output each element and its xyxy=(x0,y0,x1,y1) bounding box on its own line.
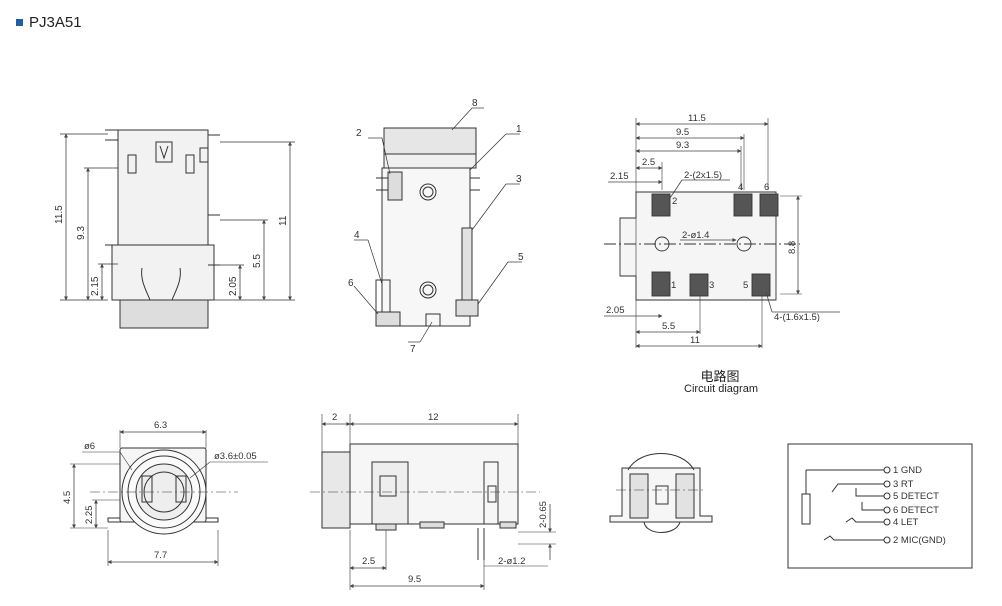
fp-pin-1: 1 xyxy=(671,280,676,291)
circuit-label-detect6: 6 DETECT xyxy=(893,505,939,516)
footprint-view xyxy=(604,118,840,348)
end-dim-7.7: 7.7 xyxy=(154,550,167,561)
top-dim-2-ø1.2: 2-ø1.2 xyxy=(498,556,525,567)
callout-1: 1 xyxy=(516,124,522,135)
header: PJ3A51 xyxy=(16,14,82,31)
fp-dim-2.15: 2.15 xyxy=(610,171,629,182)
end-dim-ø3.6: ø3.6±0.05 xyxy=(214,451,257,462)
fp-pin-5: 5 xyxy=(743,280,748,291)
rear-view xyxy=(609,453,713,533)
circuit-label-mic: 2 MIC(GND) xyxy=(893,535,946,546)
top-dim-12: 12 xyxy=(428,412,439,423)
fp-dim-2.05: 2.05 xyxy=(606,305,625,316)
fp-dim-2.5: 2.5 xyxy=(642,157,655,168)
front-view xyxy=(353,107,522,343)
side-view-labels: 11.5 9.3 2.15 11 5.5 2.05 xyxy=(54,205,289,296)
footprint-labels: 11.5 9.5 9.3 2.5 2.15 2.05 5.5 11 8.8 2-… xyxy=(606,113,820,346)
fp-pin-6: 6 xyxy=(764,182,769,193)
fp-dim-9.5: 9.5 xyxy=(676,127,689,138)
bullet-square-icon xyxy=(16,19,23,26)
fp-pin-2: 2 xyxy=(672,196,677,207)
top-view xyxy=(310,414,556,590)
fp-dim-8.8: 8.8 xyxy=(787,241,798,254)
fp-dim-9.3: 9.3 xyxy=(676,140,689,151)
side-dim-1: 11.5 xyxy=(54,205,65,224)
end-dim-ø6: ø6 xyxy=(84,441,95,452)
end-dim-4.5: 4.5 xyxy=(62,491,73,504)
circuit-label-gnd: 1 GND xyxy=(893,465,922,476)
side-dim-2: 9.3 xyxy=(76,226,87,240)
fp-dim-11: 11 xyxy=(690,335,700,346)
fp-pin-3: 3 xyxy=(709,280,714,291)
top-dim-2.5: 2.5 xyxy=(362,556,375,567)
fp-pin-4: 4 xyxy=(738,182,743,193)
callout-3: 3 xyxy=(516,174,522,185)
top-view-labels: 2 12 2-0.65 2.5 2-ø1.2 9.5 xyxy=(332,412,549,585)
callout-8: 8 xyxy=(472,98,478,109)
circuit-labels: 1 GND 3 RT 5 DETECT 6 DETECT 4 LET 2 MIC… xyxy=(893,465,946,546)
callout-5: 5 xyxy=(518,252,524,263)
fp-dim-5.5: 5.5 xyxy=(662,321,675,332)
circuit-diagram xyxy=(787,443,973,569)
circuit-label-rt: 3 RT xyxy=(893,479,914,490)
side-dim-4: 11 xyxy=(278,215,289,226)
top-dim-2: 2 xyxy=(332,412,337,423)
callout-7: 7 xyxy=(410,344,416,355)
side-dim-6: 2.05 xyxy=(228,276,239,296)
circuit-label-let: 4 LET xyxy=(893,517,919,528)
top-dim-2-0.65: 2-0.65 xyxy=(538,501,549,528)
circuit-caption-en: Circuit diagram xyxy=(684,383,758,395)
callout-2: 2 xyxy=(356,128,362,139)
side-dim-5: 5.5 xyxy=(252,254,263,268)
callout-4: 4 xyxy=(354,230,360,241)
circuit-label-detect5: 5 DETECT xyxy=(893,491,939,502)
end-view xyxy=(70,430,268,566)
top-dim-9.5: 9.5 xyxy=(408,574,421,585)
fp-note-hole: 2-ø1.4 xyxy=(682,230,709,241)
side-view xyxy=(60,129,295,329)
fp-dim-11.5: 11.5 xyxy=(688,113,706,124)
fp-note-pad-2x1.5: 2-(2x1.5) xyxy=(684,170,722,181)
front-view-callouts: 8 1 2 3 4 5 6 7 xyxy=(348,98,524,355)
end-view-labels: 6.3 ø6 ø3.6±0.05 4.5 2.25 7.7 xyxy=(62,420,257,561)
end-dim-2.25: 2.25 xyxy=(84,506,95,525)
callout-6: 6 xyxy=(348,278,354,289)
side-dim-3: 2.15 xyxy=(90,276,101,296)
circuit-caption-cn: 电路图 xyxy=(700,369,740,384)
end-dim-6.3: 6.3 xyxy=(154,420,167,431)
part-number-title: PJ3A51 xyxy=(29,14,82,31)
fp-note-pad-1.6x1.5: 4-(1.6x1.5) xyxy=(774,312,820,323)
